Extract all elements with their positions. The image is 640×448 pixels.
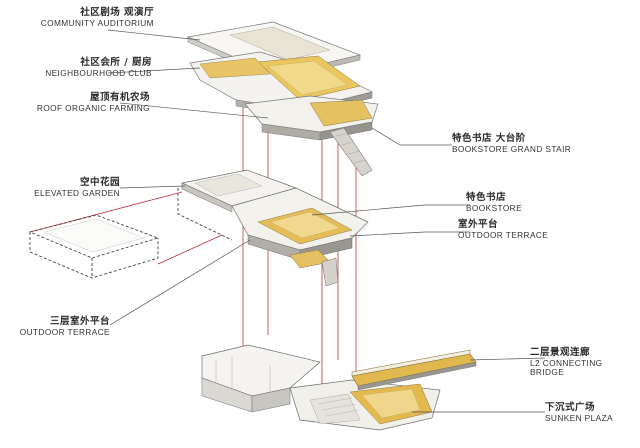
leader-lines	[107, 29, 546, 413]
label-en: ROOF ORGANIC FARMING	[36, 102, 150, 113]
ghost-volume	[28, 188, 233, 279]
label-zh: 社区剧场 观演厅	[80, 7, 154, 18]
label-en: BOOKSTORE	[466, 202, 523, 213]
label-en: SUNKEN PLAZA	[545, 412, 613, 423]
label-outdoor-terrace-3f: 三层室外平台 OUTDOOR TERRACE	[0, 316, 110, 337]
label-en: BOOKSTORE GRAND STAIR	[452, 143, 572, 154]
label-en: OUTDOOR TERRACE	[19, 326, 110, 337]
label-bookstore-stair: 特色书店 大台阶 BOOKSTORE GRAND STAIR	[452, 133, 632, 154]
label-neighbourhood-club: 社区会所 / 厨房 NEIGHBOURHOOD CLUB	[0, 57, 152, 78]
label-zh: 室外平台	[458, 219, 499, 230]
label-zh: 特色书店	[466, 192, 507, 203]
label-zh: 二层景观连廊	[530, 347, 591, 358]
label-zh: 下沉式广场	[545, 402, 596, 413]
label-bookstore: 特色书店 BOOKSTORE	[466, 192, 616, 213]
label-en: L2 CONNECTING BRIDGE	[530, 357, 603, 378]
label-zh: 屋顶有机农场	[89, 92, 150, 103]
label-elevated-garden: 空中花园 ELEVATED GARDEN	[0, 177, 120, 198]
label-zh: 特色书店 大台阶	[452, 133, 526, 144]
label-zh: 三层室外平台	[49, 316, 110, 327]
label-zh: 社区会所 / 厨房	[80, 57, 152, 68]
label-en: NEIGHBOURHOOD CLUB	[45, 67, 152, 78]
label-en: COMMUNITY AUDITORIUM	[40, 17, 154, 28]
label-community-auditorium: 社区剧场 观演厅 COMMUNITY AUDITORIUM	[4, 7, 154, 28]
middle-block	[180, 169, 369, 287]
label-roof-farming: 屋顶有机农场 ROOF ORGANIC FARMING	[0, 92, 150, 113]
label-zh: 空中花园	[79, 177, 120, 188]
bottom-block	[201, 344, 477, 431]
label-outdoor-terrace: 室外平台 OUTDOOR TERRACE	[458, 219, 618, 240]
label-en: ELEVATED GARDEN	[34, 187, 120, 198]
top-block	[186, 21, 379, 177]
label-l2-bridge: 二层景观连廊 L2 CONNECTING BRIDGE	[530, 347, 638, 378]
label-sunken-plaza: 下沉式广场 SUNKEN PLAZA	[545, 402, 637, 423]
label-en: OUTDOOR TERRACE	[458, 229, 549, 240]
